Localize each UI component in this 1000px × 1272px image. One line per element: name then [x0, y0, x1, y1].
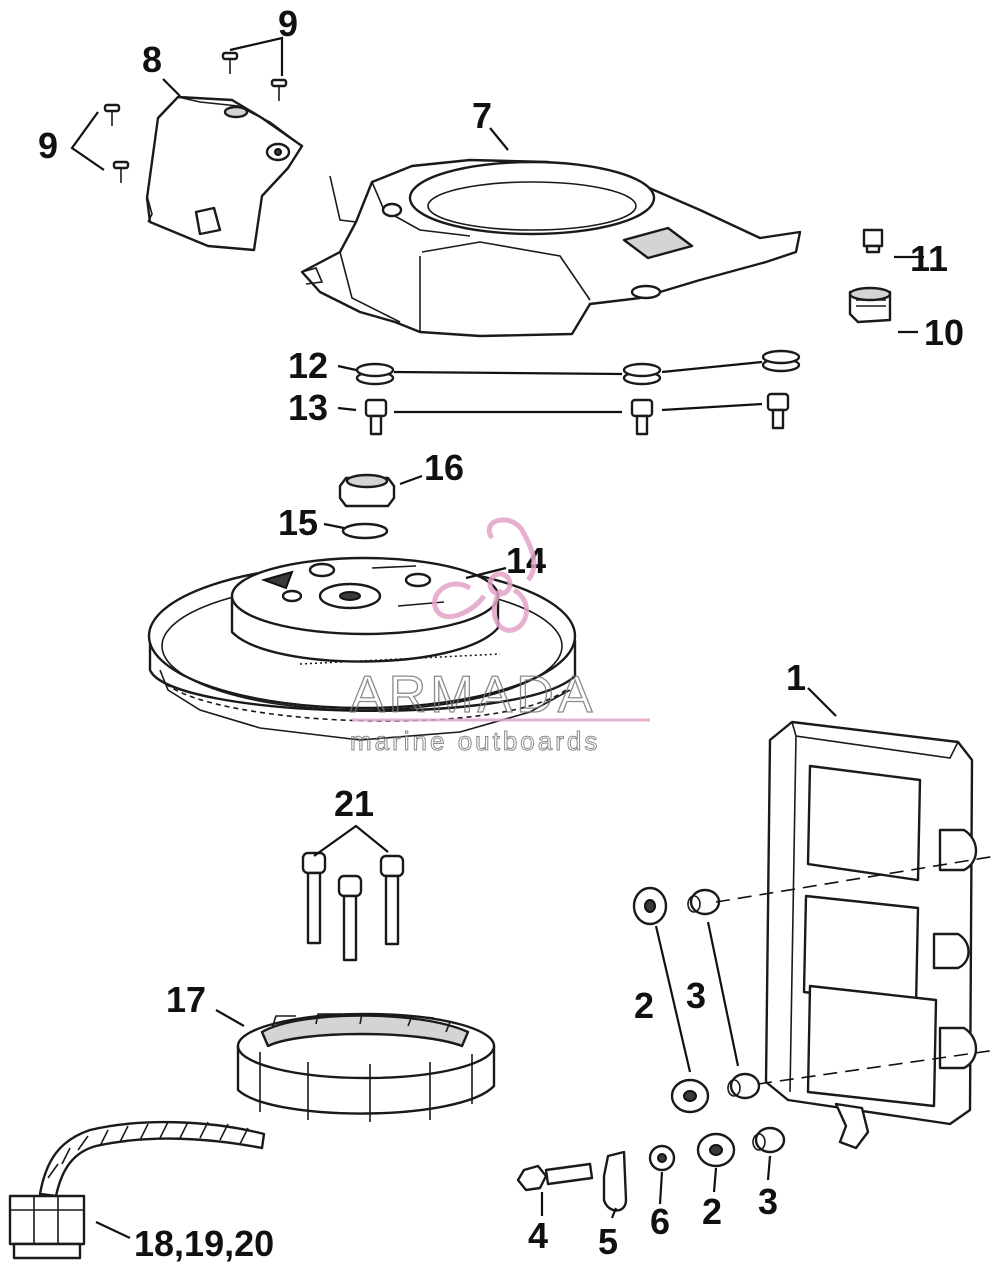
- part-13-bolts: [364, 392, 790, 436]
- watermark-tagline: marine outboards: [350, 726, 600, 756]
- part-14-flywheel: [147, 556, 577, 741]
- watermark: ARMADA marine outboards: [349, 517, 650, 757]
- watermark-brand: ARMADA: [350, 666, 596, 724]
- part-21-screws: [301, 851, 405, 962]
- callout-14: 14: [506, 540, 546, 581]
- part-7-flywheel-cover: [300, 158, 802, 338]
- leader-lines: [70, 36, 924, 1239]
- callout-labels: 1 2 3 4 5 6 2 3 7 8 9 9 10 11 12 13 14 1…: [38, 3, 964, 1264]
- callout-10: 10: [924, 312, 964, 353]
- armada-logo-mark: [432, 517, 537, 633]
- callout-1: 1: [786, 657, 806, 698]
- callout-16: 16: [424, 447, 464, 488]
- callout-7: 7: [472, 95, 492, 136]
- callout-9a: 9: [278, 3, 298, 44]
- callout-13: 13: [288, 387, 328, 428]
- assembly-lines: [715, 855, 997, 1085]
- callout-4: 4: [528, 1215, 548, 1256]
- callout-21: 21: [334, 783, 374, 824]
- callout-17: 17: [166, 979, 206, 1020]
- part-18-20-harness: [8, 1120, 266, 1260]
- callout-3a: 3: [686, 975, 706, 1016]
- callout-9b: 9: [38, 125, 58, 166]
- callout-3b: 3: [758, 1181, 778, 1222]
- callout-11: 11: [910, 238, 948, 279]
- callout-2b: 2: [702, 1191, 722, 1232]
- part-1-module: [764, 720, 978, 1150]
- part-3-sleeves: [687, 888, 786, 1154]
- callout-5: 5: [598, 1221, 618, 1262]
- part-12-grommets: [355, 349, 801, 386]
- part-16-nut: [338, 473, 396, 508]
- part-5-clamp: [602, 1150, 628, 1212]
- part-2-grommets: [632, 886, 736, 1168]
- part-4-bolt: [516, 1162, 594, 1192]
- callout-2a: 2: [634, 985, 654, 1026]
- part-10-fuse-holder: [848, 286, 892, 324]
- part-11-fuse: [862, 228, 884, 254]
- callout-6: 6: [650, 1201, 670, 1242]
- callout-15: 15: [278, 502, 318, 543]
- callout-18-19-20: 18,19,20: [134, 1223, 274, 1264]
- callout-8: 8: [142, 39, 162, 80]
- callout-12: 12: [288, 345, 328, 386]
- part-8-cover: [145, 95, 304, 252]
- part-15-washer: [341, 522, 389, 540]
- part-9-screws: [103, 51, 288, 183]
- part-6-washer: [648, 1144, 676, 1172]
- part-17-stator: [236, 1012, 496, 1122]
